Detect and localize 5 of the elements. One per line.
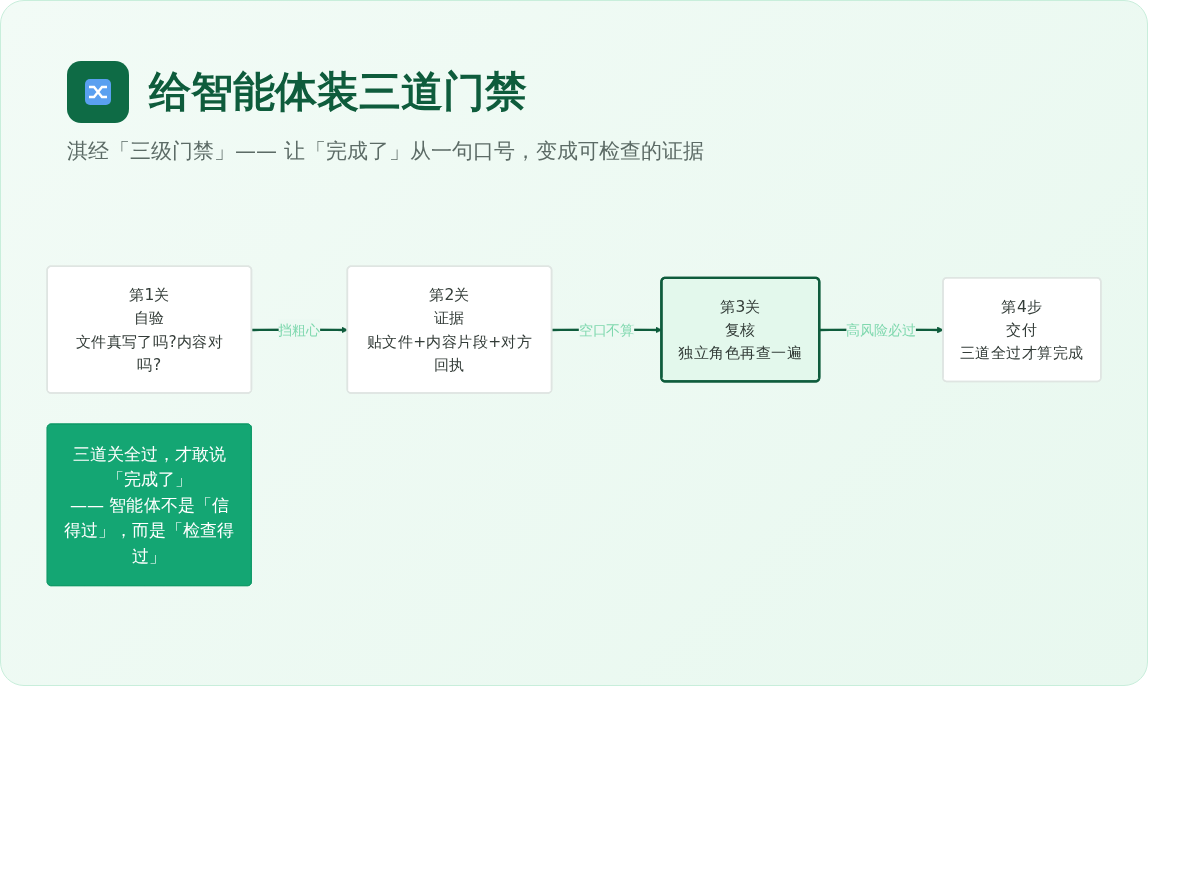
- subtitle: 淇经「三级门禁」—— 让「完成了」从一句口号，变成可检查的证据: [67, 138, 704, 165]
- edge-label: 空口不算: [578, 321, 635, 338]
- edge-label: 高风险必过: [846, 321, 916, 338]
- edge-label: 挡粗心: [278, 321, 321, 338]
- title: 给智能体装三道门禁: [149, 66, 527, 118]
